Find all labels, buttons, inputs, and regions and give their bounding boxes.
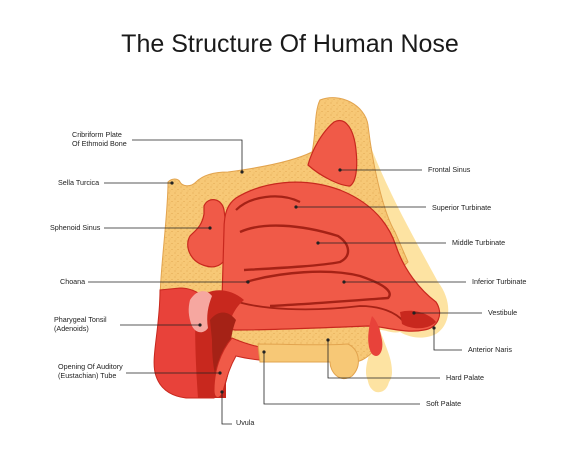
svg-text:Vestibule: Vestibule bbox=[488, 308, 517, 317]
svg-text:Inferior Turbinate: Inferior Turbinate bbox=[472, 277, 526, 286]
label-superior-turbinate: Superior Turbinate bbox=[294, 203, 491, 212]
diagram-title: The Structure Of Human Nose bbox=[121, 30, 459, 58]
hard-palate bbox=[257, 343, 359, 380]
svg-text:Middle Turbinate: Middle Turbinate bbox=[452, 238, 505, 247]
anterior-naris bbox=[368, 316, 383, 357]
label-frontal-sinus: Frontal Sinus bbox=[338, 165, 471, 174]
tooth bbox=[367, 360, 390, 393]
sphenoid-sinus bbox=[187, 199, 229, 268]
svg-text:Of Ethmoid Bone: Of Ethmoid Bone bbox=[72, 139, 127, 148]
pharyngeal-tonsil bbox=[188, 291, 212, 333]
label-sella-turcica: Sella Turcica bbox=[58, 178, 174, 187]
label-middle-turbinate: Middle Turbinate bbox=[316, 238, 505, 247]
svg-text:Cribriform Plate: Cribriform Plate bbox=[72, 130, 122, 139]
inferior-turbinate bbox=[245, 270, 391, 308]
label-choana: Choana bbox=[60, 277, 250, 286]
svg-text:Choana: Choana bbox=[60, 277, 85, 286]
svg-text:Superior Turbinate: Superior Turbinate bbox=[432, 203, 491, 212]
label-sphenoid-sinus: Sphenoid Sinus bbox=[50, 223, 212, 232]
label-vestibule: Vestibule bbox=[412, 308, 517, 317]
svg-text:Pharygeal Tonsil: Pharygeal Tonsil bbox=[54, 315, 107, 324]
svg-text:(Eustachian) Tube: (Eustachian) Tube bbox=[58, 371, 116, 380]
label-inferior-turbinate: Inferior Turbinate bbox=[342, 277, 526, 286]
svg-text:Frontal Sinus: Frontal Sinus bbox=[428, 165, 471, 174]
label-hard-palate: Hard Palate bbox=[326, 338, 484, 382]
middle-turbinate bbox=[239, 224, 350, 272]
svg-text:Soft Palate: Soft Palate bbox=[426, 399, 461, 408]
vestibule bbox=[400, 310, 436, 329]
svg-text:Anterior Naris: Anterior Naris bbox=[468, 345, 512, 354]
superior-turbinate bbox=[235, 195, 301, 211]
svg-text:Hard Palate: Hard Palate bbox=[446, 373, 484, 382]
label-soft-palate: Soft Palate bbox=[262, 350, 461, 408]
svg-text:Uvula: Uvula bbox=[236, 418, 254, 427]
svg-text:Sphenoid Sinus: Sphenoid Sinus bbox=[50, 223, 101, 232]
label-pharyngeal-tonsil: Pharygeal Tonsil (Adenoids) bbox=[54, 315, 202, 333]
label-auditory-tube: Opening Of Auditory (Eustachian) Tube bbox=[58, 362, 222, 380]
label-cribriform-plate: Cribriform Plate Of Ethmoid Bone bbox=[72, 130, 244, 174]
label-anterior-naris: Anterior Naris bbox=[432, 326, 512, 354]
svg-text:Sella Turcica: Sella Turcica bbox=[58, 178, 99, 187]
svg-text:Opening Of Auditory: Opening Of Auditory bbox=[58, 362, 123, 371]
svg-text:(Adenoids): (Adenoids) bbox=[54, 324, 89, 333]
label-uvula: Uvula bbox=[220, 390, 254, 427]
